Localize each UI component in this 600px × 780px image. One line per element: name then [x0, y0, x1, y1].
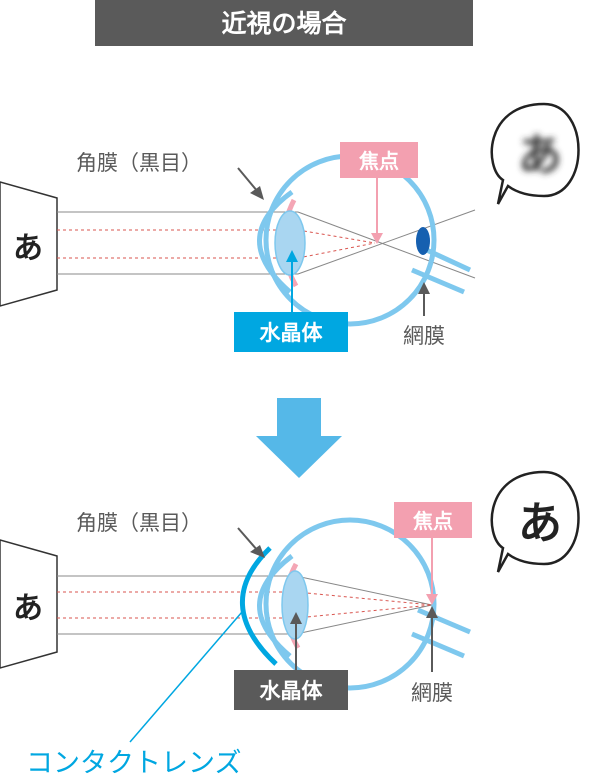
lens-pointer-head	[286, 250, 298, 262]
cornea-label: 角膜（黒目）	[76, 151, 202, 175]
object-char: あ	[13, 231, 43, 266]
eyeball	[263, 517, 437, 691]
ray-red-top-converge	[297, 229, 376, 244]
cornea-pointer-head	[250, 186, 264, 200]
down-arrow-icon	[256, 398, 342, 478]
cornea-label: 角膜（黒目）	[76, 511, 202, 535]
lens	[274, 210, 306, 276]
retina-label: 網膜	[411, 681, 453, 705]
focus-label: 焦点	[413, 509, 453, 533]
retina-spot	[416, 227, 430, 255]
lens-label-box	[234, 670, 348, 710]
lens-label: 水晶体	[260, 321, 324, 345]
lens-label: 水晶体	[260, 679, 324, 703]
focus-label-box	[340, 142, 418, 178]
focus-pointer-head	[371, 233, 383, 244]
lens-label-box	[234, 312, 348, 352]
object-char: あ	[13, 591, 43, 626]
perceived-char-clear: あ	[518, 498, 562, 549]
cornea-pointer	[237, 167, 259, 193]
page-title: 近視の場合	[221, 9, 347, 38]
contact-lens-label: コンタクトレンズ	[26, 748, 241, 779]
title-bar	[95, 0, 473, 46]
top-diagram: あ 角膜（黒目） 焦点 水	[0, 102, 580, 352]
optic-nerve-upper	[417, 607, 471, 635]
ray-top-refracted	[295, 575, 433, 606]
object-card	[0, 181, 58, 307]
ray-bottom-refracted	[295, 604, 433, 635]
speech-bubble-icon: あ	[490, 102, 580, 205]
focus-pointer-head	[426, 594, 438, 605]
contact-lens	[239, 546, 278, 666]
ray-red-top-converge	[295, 591, 433, 606]
object-card	[0, 539, 58, 669]
cornea	[257, 554, 294, 658]
lens-pointer-head	[290, 612, 302, 624]
ray-top-refracted	[297, 211, 476, 279]
bottom-diagram: あ 角膜（黒目） 焦点 水晶体	[0, 470, 580, 779]
retina-pointer-head	[418, 282, 430, 294]
optic-nerve-lower	[411, 631, 465, 659]
ray-red-bottom-converge	[297, 242, 376, 259]
retina-pointer-head	[426, 606, 438, 618]
retina-label: 網膜	[403, 324, 445, 348]
speech-bubble-icon: あ	[490, 470, 580, 573]
contact-lens-pointer	[129, 611, 243, 743]
perceived-char-blurred: あ	[518, 130, 562, 181]
optic-nerve-lower	[411, 267, 465, 295]
focus-label: 焦点	[359, 149, 399, 173]
cornea-pointer	[237, 527, 259, 552]
ray-red-bottom-converge	[295, 604, 433, 619]
ray-bottom-refracted	[297, 209, 476, 275]
cornea-pointer-head	[250, 545, 265, 558]
focus-label-box	[394, 502, 472, 538]
cornea	[257, 189, 294, 294]
